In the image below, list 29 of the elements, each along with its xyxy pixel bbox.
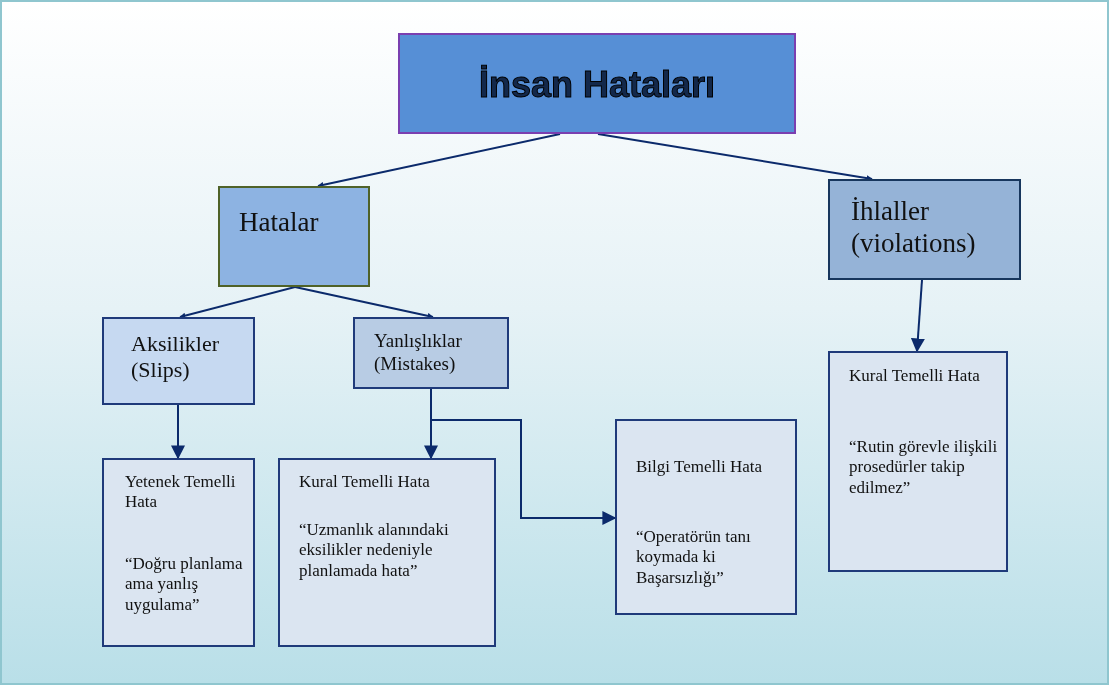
box-heading: Yetenek Temelli Hata bbox=[125, 472, 237, 513]
category-box bbox=[615, 419, 797, 615]
box-heading: Kural Temelli Hata bbox=[849, 366, 981, 387]
category-box bbox=[828, 179, 1021, 280]
box-heading: Bilgi Temelli Hata bbox=[636, 457, 763, 478]
box-heading: Kural Temelli Hata bbox=[299, 472, 431, 493]
box-description: “Doğru planlama ama yanlış uygulama” bbox=[125, 554, 244, 616]
box-heading: Hatalar bbox=[239, 206, 320, 239]
category-box bbox=[353, 317, 509, 389]
arrow bbox=[597, 133, 873, 182]
arrow bbox=[294, 286, 434, 319]
box-heading: Aksilikler (Slips) bbox=[131, 331, 220, 384]
category-box bbox=[102, 317, 255, 405]
arrow bbox=[910, 279, 925, 353]
category-box bbox=[828, 351, 1008, 572]
arrow bbox=[430, 388, 617, 525]
title-box bbox=[398, 33, 796, 134]
category-box bbox=[102, 458, 255, 647]
category-box bbox=[218, 186, 370, 287]
box-description: “Rutin görevle ilişkili prosedürler takip edilmez” bbox=[849, 437, 999, 499]
category-box bbox=[278, 458, 496, 647]
arrow bbox=[171, 404, 185, 460]
arrow bbox=[179, 286, 296, 319]
arrow bbox=[317, 133, 561, 188]
box-heading: Yanlışlıklar (Mistakes) bbox=[374, 330, 463, 376]
box-description: “Operatörün tanı koymada ki Başarsızlığı” bbox=[636, 527, 752, 589]
box-description: “Uzmanlık alanındaki eksilikler nedeniyle planlamada hata” bbox=[299, 520, 450, 582]
title-text: İnsan Hataları bbox=[478, 65, 716, 105]
box-heading: İhlaller (violations) bbox=[851, 195, 977, 260]
